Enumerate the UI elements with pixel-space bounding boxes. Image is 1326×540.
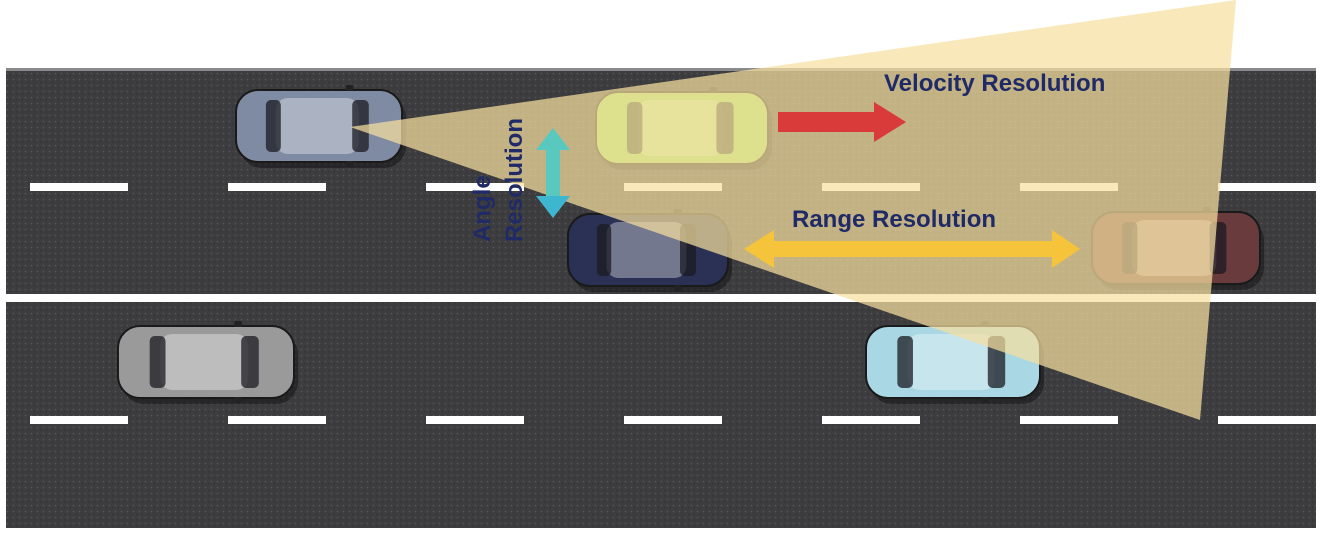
velocity-arrow [778, 102, 906, 142]
radar-car [235, 85, 406, 168]
angle-resolution-label-line1: Angle [469, 175, 496, 242]
range-resolution-label: Range Resolution [792, 206, 996, 233]
road-divider [6, 294, 1316, 302]
car-gray [117, 321, 298, 404]
radar-beam [350, 0, 1236, 420]
car-light-blue [865, 321, 1044, 404]
angle-resolution-label-line2: Resolution [501, 118, 528, 242]
road-edge [6, 68, 1316, 71]
lane-markings-lower [30, 416, 1316, 424]
velocity-resolution-label: Velocity Resolution [884, 70, 1105, 97]
range-arrow [744, 230, 1080, 268]
angle-arrow [536, 128, 570, 218]
